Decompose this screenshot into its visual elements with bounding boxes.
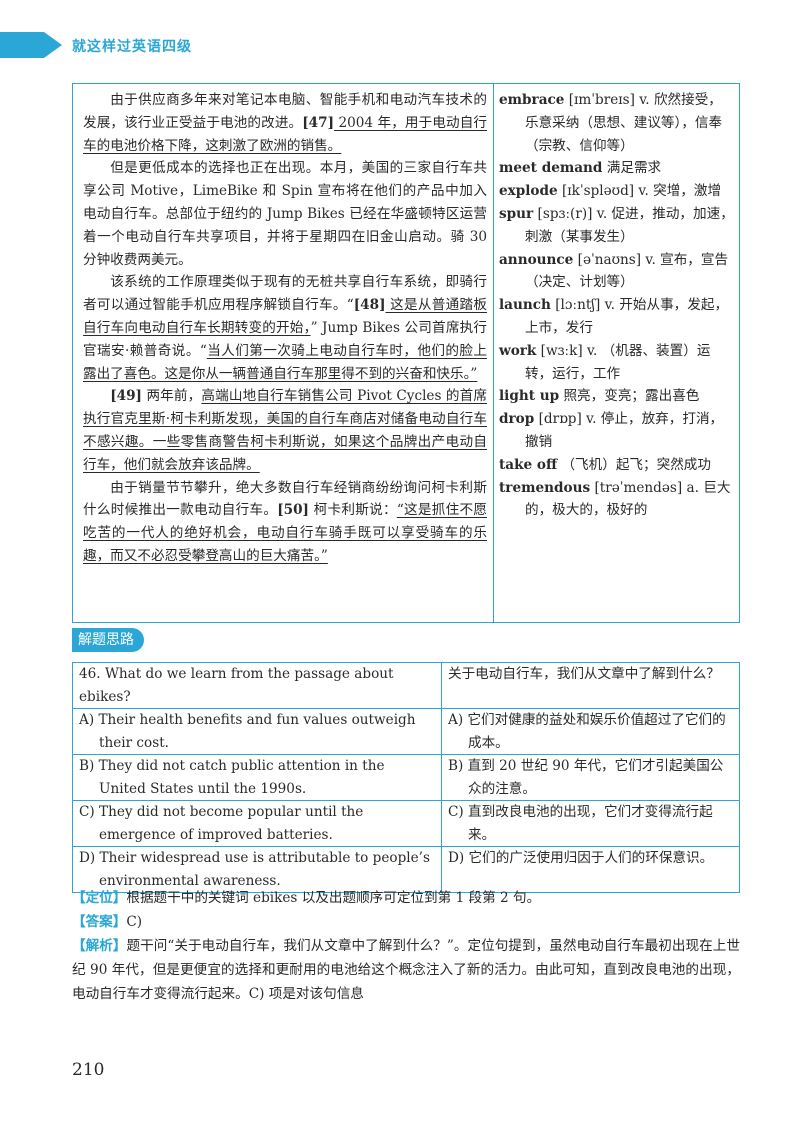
option-text: C) 直到改良电池的出现，它们才变得流行起来。 xyxy=(448,804,713,843)
p1-text: 由于供应商多年来对笔记本电脑、智能手机和电动汽车技术的发展，该行业正受益于电池的… xyxy=(83,92,487,131)
vocab-definition: [ɪkˈspləʊd] v. 突增，激增 xyxy=(557,183,722,200)
p4-underlined-3: 一些零售商警告柯卡利斯说，如果这个品牌出产电动自行车，他们就会放弃该品牌。 xyxy=(83,433,488,473)
vocab-definition: [spɜː(r)] v. 促进，推动，加速，刺激（某事发生） xyxy=(525,205,734,245)
vocab-entry: light up 照亮，变亮；露出喜色 xyxy=(499,385,735,408)
table-row: 46. What do we learn from the passage ab… xyxy=(72,662,740,709)
vocab-word: embrace xyxy=(499,92,565,108)
option-text: B) 直到 20 世纪 90 年代，它们才引起美国公众的注意。 xyxy=(448,758,724,797)
option-a-en: A) Their health benefits and fun values … xyxy=(72,708,442,755)
answer-text: C) xyxy=(126,914,143,930)
vocab-word: meet demand xyxy=(499,160,603,177)
answer-tag: 【答案】 xyxy=(72,914,127,930)
vocab-word: drop xyxy=(499,411,535,428)
paragraph-3: 该系统的工作原理类似于现有的无桩共享自行车系统，即骑行者可以通过智能手机应用程序… xyxy=(83,274,487,382)
option-b-zh: B) 直到 20 世纪 90 年代，它们才引起美国公众的注意。 xyxy=(441,754,740,801)
option-b-en: B) They did not catch public attention i… xyxy=(72,754,442,801)
analysis-text: 题干问“关于电动自行车，我们从文章中了解到什么？”。定位句提到，虽然电动自行车最… xyxy=(72,938,741,1002)
p4-underlined-2: 美国的自行车商店对储备电动自行车不感兴趣。 xyxy=(83,411,487,450)
vocab-definition: [əˈnaʊns] v. 宣布，宣告（决定、计划等） xyxy=(525,251,729,291)
option-text: A) Their health benefits and fun values … xyxy=(79,712,416,751)
vocab-word: launch xyxy=(499,297,551,314)
vocab-entry: spur [spɜː(r)] v. 促进，推动，加速，刺激（某事发生） xyxy=(499,203,735,249)
vocab-word: announce xyxy=(499,251,574,268)
page-number: 210 xyxy=(72,1060,105,1080)
table-row: D) Their widespread use is attributable … xyxy=(72,846,740,893)
table-row: B) They did not catch public attention i… xyxy=(72,754,740,801)
header-arrow-icon xyxy=(44,32,62,58)
vocab-word: light up xyxy=(499,388,560,405)
option-d-zh: D) 它们的广泛使用归因于人们的环保意识。 xyxy=(441,846,740,893)
p3-underlined: 这是从普通踏板自行车向电动自行车长期转变的开始， xyxy=(83,297,487,336)
q48-marker: [48] xyxy=(353,297,386,314)
p4-underlined: 高端山地自行车销售公司 Pivot Cycles 的首席执行官克里斯·柯卡利斯发… xyxy=(83,388,487,428)
explanation-block: 【定位】根据题干中的关键词 ebikes 以及出题顺序可定位到第 1 段第 2 … xyxy=(72,886,740,1006)
vocab-word: take off xyxy=(499,456,558,473)
vocab-definition: [drɒp] v. 停止，放弃，打消，撤销 xyxy=(525,411,724,450)
analysis-line: 【解析】题干问“关于电动自行车，我们从文章中了解到什么？”。定位句提到，虽然电动… xyxy=(72,934,740,1006)
paragraph-2: 但是更低成本的选择也正在出现。本月，美国的三家自行车共享公司 Motive，Li… xyxy=(83,160,487,268)
paragraph-4: [49] 两年前，高端山地自行车销售公司 Pivot Cycles 的首席执行官… xyxy=(83,385,487,476)
analysis-section-label: 解题思路 xyxy=(72,628,144,652)
vocab-entry: tremendous [trəˈmendəs] a. 巨大的，极大的，极好的 xyxy=(499,477,735,523)
locate-tag: 【定位】 xyxy=(72,890,127,906)
vocabulary-list: embrace [ɪmˈbreɪs] v. 欣然接受，乐意采纳（思想、建议等），… xyxy=(499,89,735,522)
answer-line: 【答案】C) xyxy=(72,910,740,934)
vocab-word: explode xyxy=(499,183,558,200)
question-stem-zh: 关于电动自行车，我们从文章中了解到什么？ xyxy=(441,662,740,709)
option-text: D) Their widespread use is attributable … xyxy=(79,850,430,889)
paragraph-5: 由于销量节节攀升，绝大多数自行车经销商纷纷询问柯卡利斯什么时候推出一款电动自行车… xyxy=(83,477,487,568)
analysis-tag: 【解析】 xyxy=(72,938,127,954)
option-text: D) 它们的广泛使用归因于人们的环保意识。 xyxy=(448,850,714,866)
question-stem-en: 46. What do we learn from the passage ab… xyxy=(72,662,442,709)
option-c-zh: C) 直到改良电池的出现，它们才变得流行起来。 xyxy=(441,800,740,847)
p5-underlined: “这是抓住不愿吃苦的一代人的绝好机会，电动自行车骑手既可以享受骑车的乐趣，而又不… xyxy=(83,502,487,564)
locate-line: 【定位】根据题干中的关键词 ebikes 以及出题顺序可定位到第 1 段第 2 … xyxy=(72,886,740,910)
vocab-definition: [lɔːntʃ] v. 开始从事，发起，上市，发行 xyxy=(525,297,729,336)
vocab-word: tremendous xyxy=(499,479,591,496)
vocab-word: work xyxy=(499,342,537,359)
q47-marker: [47] xyxy=(302,114,335,131)
reading-box: 由于供应商多年来对笔记本电脑、智能手机和电动汽车技术的发展，该行业正受益于电池的… xyxy=(72,83,740,623)
option-a-zh: A) 它们对健康的益处和娱乐价值超过了它们的成本。 xyxy=(441,708,740,755)
vocab-entry: announce [əˈnaʊns] v. 宣布，宣告（决定、计划等） xyxy=(499,249,735,295)
p3-underlined-2: 当人们第一次骑上电动自行车时，他们的脸上露出了喜色。这是你从一辆普通自行车那里得… xyxy=(83,342,487,382)
passage-translation: 由于供应商多年来对笔记本电脑、智能手机和电动汽车技术的发展，该行业正受益于电池的… xyxy=(83,89,487,568)
vocab-entry: explode [ɪkˈspləʊd] v. 突增，激增 xyxy=(499,180,735,203)
p5-text: 由于销量节节攀升，绝大多数自行车经销商纷纷询问柯卡利斯什么时候推出一款电动自行车… xyxy=(83,479,487,519)
question-table: 46. What do we learn from the passage ab… xyxy=(72,662,740,893)
p3-text: 该系统的工作原理类似于现有的无桩共享自行车系统，即骑行者可以通过智能手机应用程序… xyxy=(83,274,487,314)
q50-marker: [50] xyxy=(277,502,309,519)
vocab-definition: [trəˈmendəs] a. 巨大的，极大的，极好的 xyxy=(525,479,731,519)
option-c-en: C) They did not become popular until the… xyxy=(72,800,442,847)
column-divider xyxy=(493,84,494,622)
p4-text: 两年前， xyxy=(141,388,202,405)
vocab-definition: [ɪmˈbreɪs] v. 欣然接受，乐意采纳（思想、建议等），信奉（宗教、信仰… xyxy=(525,92,723,154)
p5-text-2: 柯卡利斯说： xyxy=(308,502,397,519)
q49-marker: [49] xyxy=(110,388,142,405)
paragraph-1: 由于供应商多年来对笔记本电脑、智能手机和电动汽车技术的发展，该行业正受益于电池的… xyxy=(83,89,487,157)
vocab-entry: launch [lɔːntʃ] v. 开始从事，发起，上市，发行 xyxy=(499,294,735,340)
vocab-entry: work [wɜːk] v. （机器、装置）运转，运行，工作 xyxy=(499,340,735,386)
option-d-en: D) Their widespread use is attributable … xyxy=(72,846,442,893)
p1-underlined: 2004 年， xyxy=(334,114,405,131)
vocab-definition: 照亮，变亮；露出喜色 xyxy=(559,388,700,405)
vocab-word: spur xyxy=(499,205,534,222)
option-text: A) 它们对健康的益处和娱乐价值超过了它们的成本。 xyxy=(448,712,726,751)
header-accent-bar xyxy=(0,32,44,58)
p1-underlined-2: 用于电动自行车的电池价格下降，这刺激了欧洲的销售。 xyxy=(83,114,488,154)
page-header-title: 就这样过英语四级 xyxy=(72,39,192,55)
table-row: C) They did not become popular until the… xyxy=(72,800,740,847)
vocab-definition: （飞机）起飞；突然成功 xyxy=(557,456,711,473)
locate-text: 根据题干中的关键词 ebikes 以及出题顺序可定位到第 1 段第 2 句。 xyxy=(126,890,541,906)
vocab-definition: [wɜːk] v. （机器、装置）运转，运行，工作 xyxy=(525,342,711,382)
p3-attribution: ” Jump Bikes 公司首席执行官瑞安·赖普奇说。“ xyxy=(83,319,487,359)
vocab-entry: embrace [ɪmˈbreɪs] v. 欣然接受，乐意采纳（思想、建议等），… xyxy=(499,89,735,157)
vocab-entry: drop [drɒp] v. 停止，放弃，打消，撤销 xyxy=(499,408,735,454)
table-row: A) Their health benefits and fun values … xyxy=(72,708,740,755)
option-text: C) They did not become popular until the… xyxy=(79,804,364,843)
vocab-entry: meet demand 满足需求 xyxy=(499,157,735,180)
vocab-entry: take off （飞机）起飞；突然成功 xyxy=(499,454,735,477)
option-text: B) They did not catch public attention i… xyxy=(79,758,385,797)
vocab-definition: 满足需求 xyxy=(602,160,662,177)
